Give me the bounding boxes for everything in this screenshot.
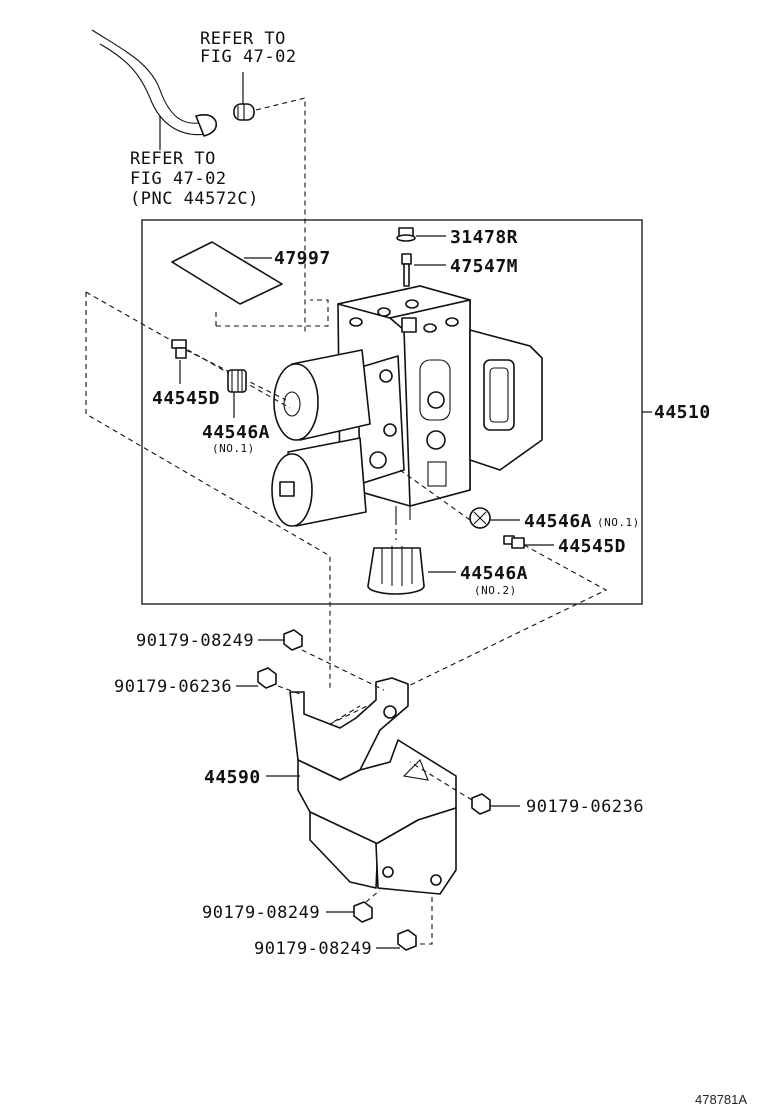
cap-31478R (396, 227, 446, 242)
abs-actuator-44510 (271, 285, 543, 527)
part-note-44546A-right: (NO.1) (597, 516, 640, 529)
part-note-44546A-bottom: (NO.2) (474, 584, 517, 597)
part-label-44545D-left: 44545D (152, 388, 220, 409)
bolt-90179-06236-a (236, 667, 277, 689)
label-plate-47997 (171, 241, 283, 305)
part-label-47547M: 47547M (450, 256, 518, 277)
part-label-44546A-bottom: 44546A (460, 563, 528, 584)
part-label-44545D-right: 44545D (558, 536, 626, 557)
ref-hose-line2: FIG 47-02 (130, 169, 227, 189)
part-label-90179-08249-a: 90179-08249 (136, 631, 254, 651)
part-label-44510: 44510 (654, 402, 711, 423)
grommet-44546A-right (469, 507, 520, 529)
part-label-44546A-right: 44546A (524, 511, 592, 532)
bolt-90179-08249-b (326, 901, 373, 923)
part-label-31478R: 31478R (450, 227, 518, 248)
bolt-90179-06236-b (471, 793, 520, 815)
bolt-44545D-left (171, 339, 187, 384)
hose-clip (233, 72, 255, 121)
part-label-47997: 47997 (274, 248, 331, 269)
bracket-44590 (266, 677, 457, 895)
ref-top-line2: FIG 47-02 (200, 47, 297, 67)
grommet-44546A-left (227, 369, 247, 418)
part-label-44590: 44590 (204, 767, 261, 788)
part-label-90179-06236-a: 90179-06236 (114, 677, 232, 697)
part-label-90179-08249-c: 90179-08249 (254, 939, 372, 959)
diagram-id: 478781A (695, 1092, 747, 1107)
part-label-44546A-left: 44546A (202, 422, 270, 443)
part-note-44546A-left: (NO.1) (212, 442, 255, 455)
bolt-90179-08249-a (258, 629, 303, 651)
bleeder-47547M (401, 253, 446, 287)
brake-hose (91, 29, 218, 137)
bolt-44545D-right (503, 535, 554, 549)
ref-top-line1: REFER TO (200, 29, 286, 49)
part-label-90179-06236-b: 90179-06236 (526, 797, 644, 817)
bolt-90179-08249-c (376, 929, 417, 951)
part-label-90179-08249-b: 90179-08249 (202, 903, 320, 923)
insulator-44546A-bottom (367, 546, 456, 595)
ref-hose-line3: (PNC 44572C) (130, 189, 259, 209)
ref-hose-line1: REFER TO (130, 149, 216, 169)
